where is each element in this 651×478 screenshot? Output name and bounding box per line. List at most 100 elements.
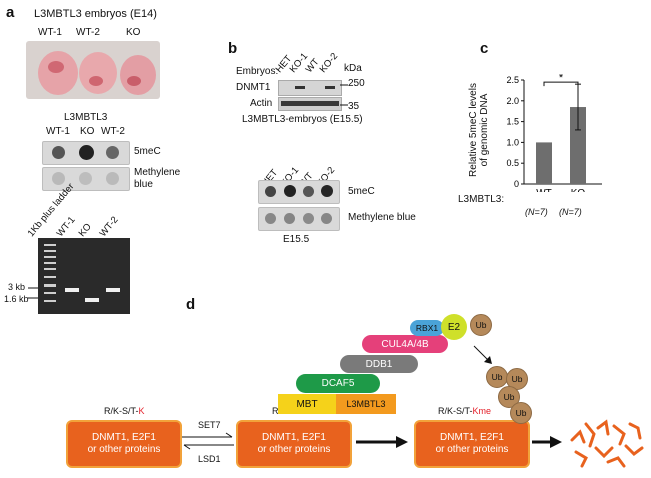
panel-b-letter: b — [228, 40, 238, 57]
dot — [52, 146, 65, 159]
motif-right-text: R/K-S/T- — [438, 406, 473, 416]
set7-label: SET7 — [198, 420, 221, 430]
embryo-title: L3MBTL3 embryos (E14) — [34, 8, 157, 20]
box3-line1: DNMT1, E2F1 — [440, 432, 504, 443]
dot-b-row-label-5mec: 5meC — [348, 186, 375, 197]
chart-ylabel-line2: of genomic DNA — [479, 93, 490, 167]
mw-tick-250 — [340, 84, 348, 86]
dot-b-row-label-methylene: Methylene blue — [348, 212, 416, 223]
motif-left-text: R/K-S/T- — [104, 406, 139, 416]
western-lane-ko2: KO-2 — [317, 50, 341, 75]
cul4-label: CUL4A/4B — [381, 338, 429, 350]
dot — [265, 186, 276, 197]
mw-35: 35 — [348, 101, 360, 112]
ubiquitin-on-e2: Ub — [470, 314, 492, 336]
dot-b-row-methylene — [258, 207, 340, 231]
y-tick-label: 0.5 — [506, 158, 519, 168]
rbx1-label: RBX1 — [415, 323, 439, 333]
motif-right: R/K-S/T-Kme — [438, 406, 491, 416]
bar-chart: 00.51.01.52.02.5WTKO* — [506, 74, 602, 192]
dot-b-caption: E15.5 — [283, 234, 310, 245]
band — [325, 86, 335, 89]
x-tick-label: WT — [536, 188, 552, 192]
box2-line1: DNMT1, E2F1 — [262, 432, 326, 443]
dot-row-methylene — [42, 167, 130, 191]
dot — [106, 146, 119, 159]
dot — [265, 213, 276, 224]
western-caption: L3MBTL3-embryos (E15.5) — [242, 114, 363, 125]
box1-line2: or other proteins — [87, 444, 161, 455]
dot — [303, 186, 314, 197]
motif-left-mod: K — [138, 406, 145, 416]
row-label-5mec: 5meC — [134, 146, 161, 157]
rbx1-subunit: RBX1 — [410, 320, 444, 336]
y-tick-label: 2.5 — [506, 75, 519, 85]
gel-lane-wt2: WT-2 — [97, 214, 121, 239]
y-tick-label: 1.5 — [506, 117, 519, 127]
western-row-actin: Actin — [250, 98, 273, 109]
gel-bands — [44, 244, 120, 302]
embryos-label: Embryos: — [236, 66, 279, 77]
mw-250: 250 — [348, 78, 365, 89]
mw-tick-35 — [340, 104, 348, 106]
chart-ylabel: Relative 5meC levels of genomic DNA — [468, 70, 490, 190]
motif-right-mod: Kme — [472, 406, 492, 416]
panel-a-letter: a — [6, 4, 15, 21]
dot — [284, 213, 295, 224]
e2-label: E2 — [447, 321, 461, 333]
embryo-drawing — [38, 51, 156, 95]
dot — [321, 213, 332, 224]
row-label-methylene: Methylene blue — [134, 167, 181, 190]
set7-lsd1-arrows — [182, 432, 234, 450]
dcaf5-subunit: DCAF5 — [296, 374, 380, 393]
box3-line2: or other proteins — [435, 444, 509, 455]
gel-marker-1-6kb: 1.6 kb — [4, 294, 29, 304]
dot-lane-2: KO — [80, 126, 95, 137]
box2-line2: or other proteins — [257, 444, 331, 455]
western-row-dnmt1: DNMT1 — [236, 82, 271, 93]
dot-lane-3: WT-2 — [101, 126, 125, 137]
dot — [79, 145, 94, 160]
western-blot-actin — [278, 97, 342, 111]
embryo-photo — [26, 41, 160, 99]
significance-star: * — [559, 74, 564, 84]
dcaf5-label: DCAF5 — [321, 378, 355, 389]
ddb1-label: DDB1 — [365, 358, 393, 370]
dot-blot-title: L3MBTL3 — [64, 112, 108, 123]
bar-ko — [570, 107, 586, 184]
mbt-label: MBT — [296, 398, 318, 410]
dot — [303, 213, 314, 224]
motif-left: R/K-S/T-K — [104, 406, 145, 416]
chart-n-wt: (N=7) — [525, 207, 548, 217]
y-tick-label: 1.0 — [506, 137, 519, 147]
ub-label: Ub — [475, 320, 487, 330]
polyub-2-label: Ub — [511, 374, 523, 384]
y-tick-label: 0 — [514, 179, 519, 189]
cul4-subunit: CUL4A/4B — [362, 335, 448, 353]
embryo-label-2: WT-2 — [76, 27, 100, 38]
chart-group-label: L3MBTL3: — [458, 194, 505, 205]
kda-label: kDa — [344, 63, 362, 74]
dot — [284, 185, 296, 197]
mbt-domain: MBT — [278, 394, 336, 414]
lsd1-label: LSD1 — [198, 454, 221, 464]
dot — [52, 172, 65, 185]
gel-lane-wt1: WT-1 — [54, 214, 78, 239]
panel-c-letter: c — [480, 40, 489, 57]
dot-row-5mec — [42, 141, 130, 165]
polyub-3-label: Ub — [503, 392, 515, 402]
arrow-to-degradation — [532, 436, 562, 448]
polyub-1-label: Ub — [491, 372, 503, 382]
box1-line1: DNMT1, E2F1 — [92, 432, 156, 443]
degraded-peptides-icon — [570, 419, 644, 468]
polyub-1: Ub — [486, 366, 508, 388]
ub-transfer-arrow — [473, 345, 492, 364]
l3mbtl3-domain: L3MBTL3 — [336, 394, 396, 414]
dot-lane-1: WT-1 — [46, 126, 70, 137]
agarose-gel — [38, 238, 130, 314]
e2-enzyme: E2 — [441, 314, 467, 340]
chart-ylabel-line1: Relative 5meC levels — [468, 83, 479, 177]
band — [295, 86, 305, 89]
ddb1-subunit: DDB1 — [340, 355, 418, 373]
dot — [106, 172, 119, 185]
